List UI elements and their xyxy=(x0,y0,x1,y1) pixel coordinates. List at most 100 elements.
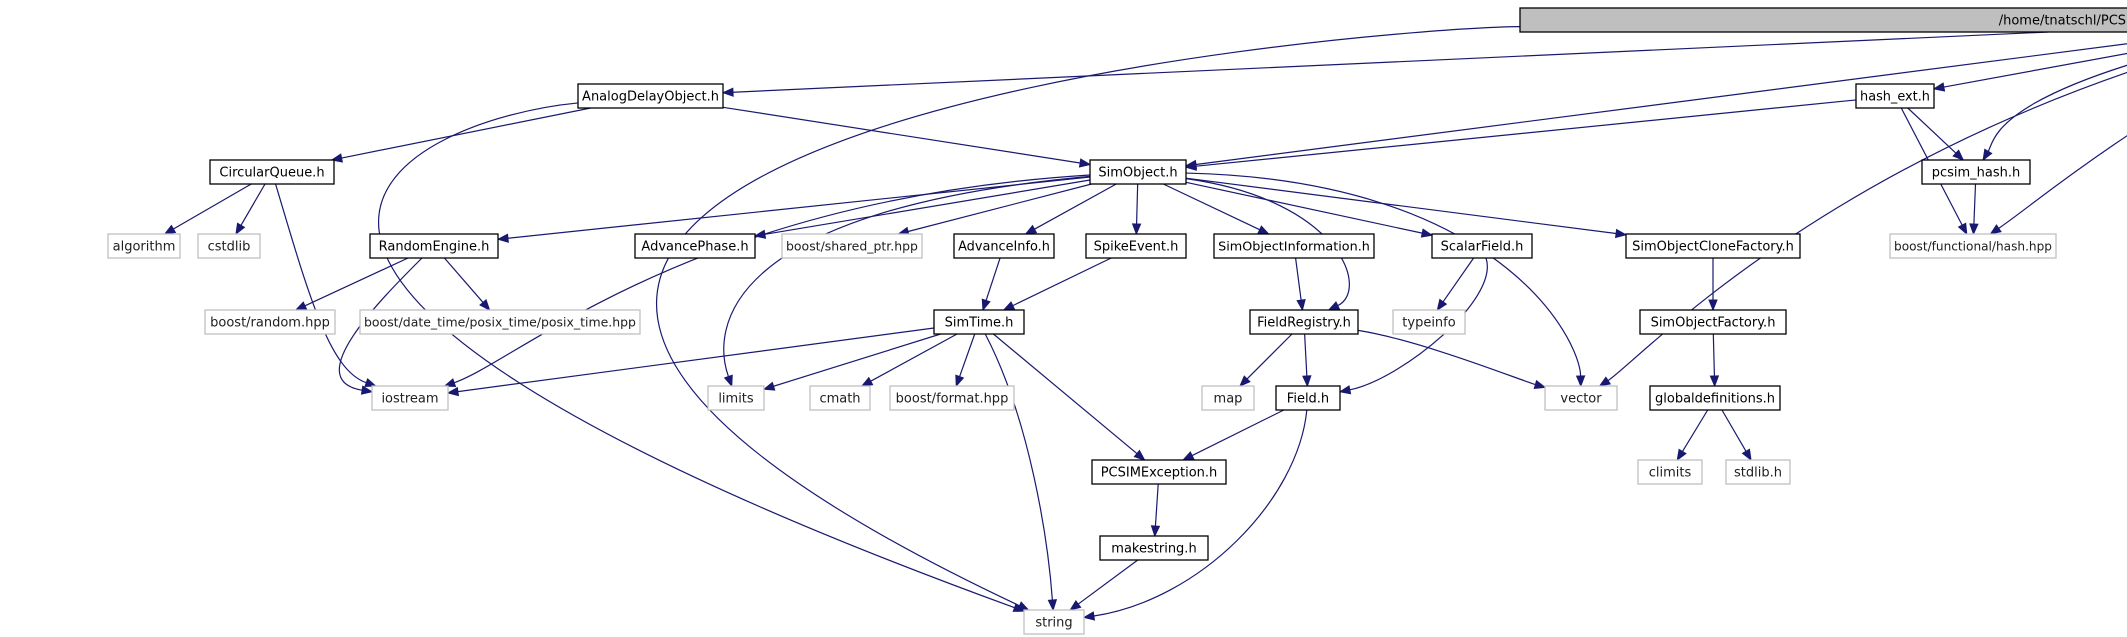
node-spikeevent[interactable]: SpikeEvent.h xyxy=(1085,233,1187,259)
node-label: map xyxy=(1214,392,1243,407)
edge-makestring-to-string xyxy=(1069,559,1139,611)
node-label: boost/functional/hash.hpp xyxy=(1894,240,2052,254)
edge-pcsimexception-to-makestring xyxy=(1150,483,1161,538)
node-label: RandomEngine.h xyxy=(379,240,490,255)
node-globaldefs[interactable]: globaldefinitions.h xyxy=(1649,385,1781,411)
node-box xyxy=(1889,233,2057,259)
node-algorithm: algorithm xyxy=(107,233,181,259)
edge-line xyxy=(870,333,958,382)
node-box xyxy=(933,309,1025,335)
edge-simobject-to-limits xyxy=(723,175,1091,388)
node-box xyxy=(1023,609,1085,635)
node-string: string xyxy=(1023,609,1085,635)
node-label: AnalogDelayObject.h xyxy=(582,90,719,105)
edge-line xyxy=(453,174,1091,384)
arrowhead-icon xyxy=(1575,375,1586,388)
node-label: SimObjectFactory.h xyxy=(1651,316,1776,331)
node-box xyxy=(1921,159,2031,185)
node-label: PCSIMException.h xyxy=(1101,466,1218,481)
node-makestring[interactable]: makestring.h xyxy=(1099,535,1209,561)
node-box xyxy=(197,233,261,259)
node-box xyxy=(1431,233,1533,259)
node-box xyxy=(1213,233,1375,259)
node-simobject[interactable]: SimObject.h xyxy=(1089,159,1187,185)
node-pcsimhash[interactable]: pcsim_hash.h xyxy=(1921,159,2031,185)
node-box xyxy=(577,83,724,109)
edge-pcsimhash-to-functionalhash xyxy=(1969,183,1979,236)
node-box xyxy=(369,233,499,259)
arrowhead-icon xyxy=(443,378,457,388)
node-cmath: cmath xyxy=(809,385,871,411)
node-label: SimTime.h xyxy=(945,316,1014,331)
node-label: SimObjectInformation.h xyxy=(1218,240,1370,255)
edge-hashext-to-simobject xyxy=(1184,99,1857,171)
node-label: SpikeEvent.h xyxy=(1094,240,1179,255)
node-field[interactable]: Field.h xyxy=(1275,385,1341,411)
edge-randomengine-to-boostrandom xyxy=(294,257,409,311)
node-box xyxy=(1519,7,2127,33)
node-box xyxy=(1099,535,1209,561)
node-box xyxy=(1275,385,1341,411)
node-root[interactable]: /home/tnatschl/PCSIM-Sandbox/pcsim/pcsim… xyxy=(1519,7,2127,33)
edge-line xyxy=(240,183,266,226)
node-box xyxy=(204,309,336,335)
edge-line xyxy=(338,257,423,391)
edge-advanceinfo-to-simtime xyxy=(981,257,1001,312)
edge-line xyxy=(1721,409,1747,452)
node-box xyxy=(1855,83,1935,109)
arrowhead-icon xyxy=(1436,298,1448,312)
arrowhead-icon xyxy=(1302,375,1312,388)
edge-analogdelay-to-simobject xyxy=(722,106,1092,168)
arrowhead-icon xyxy=(364,378,377,388)
node-hashext[interactable]: hash_ext.h xyxy=(1855,83,1935,109)
edge-line xyxy=(985,257,1001,301)
node-pcsimexception[interactable]: PCSIMException.h xyxy=(1091,459,1227,485)
node-label: Field.h xyxy=(1287,392,1329,407)
node-label: typeinfo xyxy=(1402,316,1455,331)
edge-line xyxy=(1973,183,1977,225)
arrowhead-icon xyxy=(163,224,177,235)
edge-line xyxy=(1093,409,1308,617)
arrowhead-icon xyxy=(1969,223,1979,236)
edge-line xyxy=(1191,409,1285,457)
node-randomengine[interactable]: RandomEngine.h xyxy=(369,233,499,259)
node-analogdelay[interactable]: AnalogDelayObject.h xyxy=(577,83,724,109)
node-circularqueue[interactable]: CircularQueue.h xyxy=(209,159,335,185)
node-advancephase[interactable]: AdvancePhase.h xyxy=(634,233,756,259)
edge-line xyxy=(1185,181,1423,234)
node-simtime[interactable]: SimTime.h xyxy=(933,309,1025,335)
node-clonefactory[interactable]: SimObjectCloneFactory.h xyxy=(1625,233,1801,259)
node-limits: limits xyxy=(707,385,765,411)
edge-line xyxy=(173,183,252,230)
node-layer: /home/tnatschl/PCSIM-Sandbox/pcsim/pcsim… xyxy=(107,7,2127,635)
node-label: SimObjectCloneFactory.h xyxy=(1632,240,1794,255)
arrowhead-icon xyxy=(1082,611,1096,621)
node-box xyxy=(889,385,1015,411)
node-simobjinfo[interactable]: SimObjectInformation.h xyxy=(1213,233,1375,259)
node-label: SimObject.h xyxy=(1098,166,1177,181)
edge-line xyxy=(1294,257,1302,301)
node-cstdlib: cstdlib xyxy=(197,233,261,259)
edge-hashext-to-pcsimhash xyxy=(1907,107,1965,161)
arrowhead-icon xyxy=(762,381,776,391)
edge-simtime-to-limits xyxy=(762,333,941,391)
node-box xyxy=(1639,309,1787,335)
arrowhead-icon xyxy=(1078,158,1092,168)
edge-simobjfactory-to-globaldefs xyxy=(1709,333,1720,388)
node-simobjfactory[interactable]: SimObjectFactory.h xyxy=(1639,309,1787,335)
node-advanceinfo[interactable]: AdvanceInfo.h xyxy=(953,233,1055,259)
edge-simtime-to-iostream xyxy=(446,327,935,397)
node-box xyxy=(371,385,449,411)
arrowhead-icon xyxy=(1932,82,1946,92)
node-label: AdvanceInfo.h xyxy=(958,240,1050,255)
edge-simobjinfo-to-fieldregistry xyxy=(1294,257,1306,312)
edge-line xyxy=(907,183,1092,233)
node-label: stdlib.h xyxy=(1734,466,1782,481)
node-iostream: iostream xyxy=(371,385,449,411)
edge-line xyxy=(656,26,1521,607)
edge-line xyxy=(722,106,1081,164)
node-fieldregistry[interactable]: FieldRegistry.h xyxy=(1249,309,1359,335)
node-scalarfield[interactable]: ScalarField.h xyxy=(1431,233,1533,259)
edge-line xyxy=(1349,257,1488,391)
edge-line xyxy=(1304,333,1308,377)
